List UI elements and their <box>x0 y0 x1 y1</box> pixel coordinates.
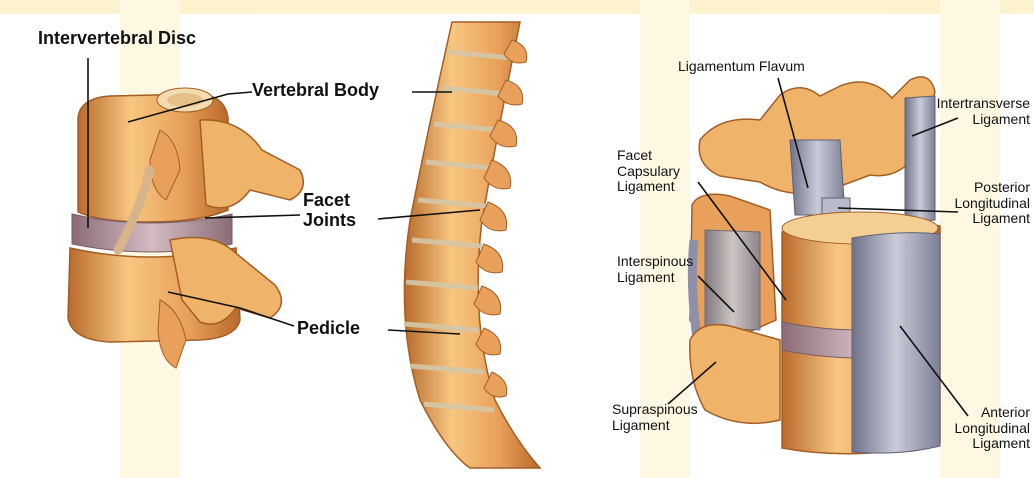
label-interspinous-ligament: Interspinous Ligament <box>617 254 693 285</box>
label-vertebral-body: Vertebral Body <box>252 80 379 100</box>
spinal-ligaments-illustration <box>690 77 940 454</box>
label-pedicle: Pedicle <box>297 318 360 338</box>
label-facet-joints: Facet Joints <box>303 190 356 230</box>
label-anterior-longitudinal-ligament: Anterior Longitudinal Ligament <box>924 405 1030 452</box>
vertebra-pair-illustration <box>68 88 303 368</box>
label-posterior-longitudinal-ligament: Posterior Longitudinal Ligament <box>924 180 1030 227</box>
label-intervertebral-disc: Intervertebral Disc <box>38 28 196 48</box>
label-supraspinous-ligament: Supraspinous Ligament <box>612 402 698 433</box>
label-facet-capsulary-ligament: Facet Capsulary Ligament <box>617 148 680 195</box>
label-ligamentum-flavum: Ligamentum Flavum <box>678 59 805 75</box>
label-intertransverse-ligament: Intertransverse Ligament <box>904 96 1030 127</box>
spinal-column-illustration <box>404 22 540 468</box>
